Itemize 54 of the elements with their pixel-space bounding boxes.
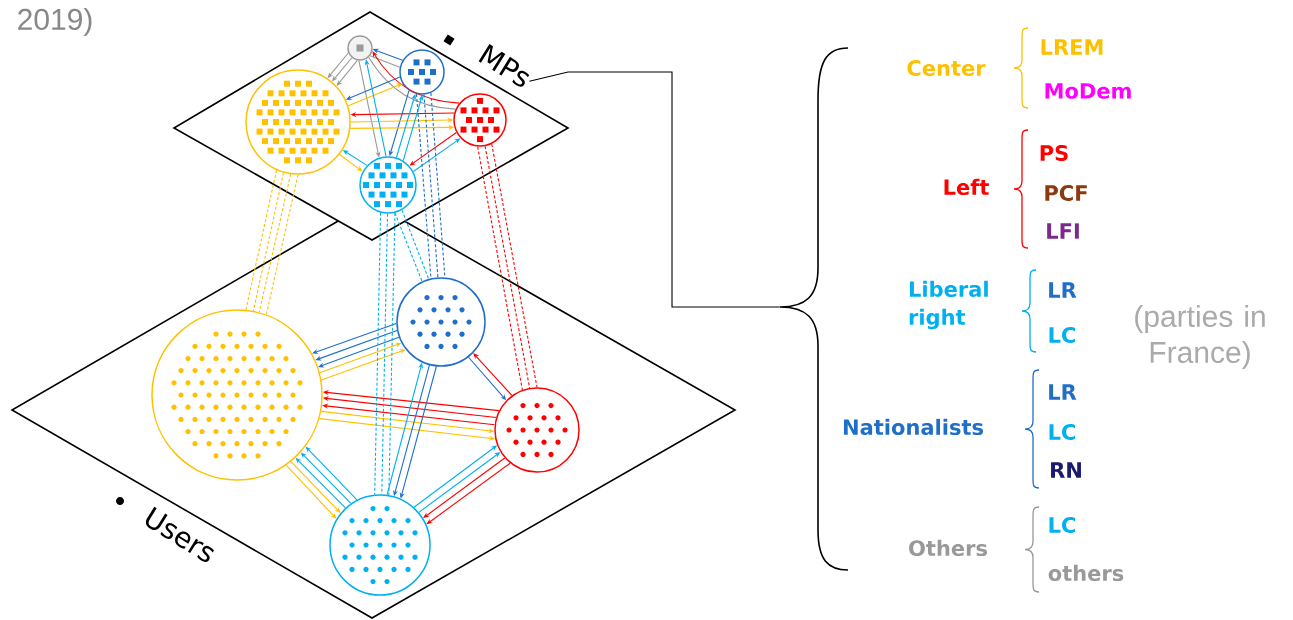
- dashed-line: [381, 213, 389, 495]
- dashed-line: [245, 169, 278, 311]
- year-text: 2019): [18, 8, 92, 36]
- dashed-line: [423, 94, 439, 278]
- dashed-line: [258, 173, 292, 313]
- party-label: LC: [1049, 517, 1076, 533]
- connector-line: [368, 56, 457, 110]
- dashed-line: [484, 145, 531, 389]
- arrow: [318, 336, 400, 368]
- cluster-circle: [329, 494, 431, 596]
- dashed-line: [265, 174, 299, 315]
- party-label: RN: [1051, 462, 1081, 478]
- arrow: [372, 51, 460, 104]
- cluster-circle: [347, 35, 373, 61]
- cluster-circle: [151, 309, 323, 481]
- party-label: LC: [1049, 327, 1076, 343]
- arrow: [409, 132, 457, 166]
- party-label: LREM: [1041, 39, 1103, 55]
- arrow: [473, 353, 513, 396]
- cluster-circle: [245, 69, 351, 175]
- group-label: Nationalists: [843, 418, 983, 436]
- party-label: LR: [1049, 282, 1077, 298]
- dashed-line: [401, 209, 430, 280]
- dashed-line: [394, 212, 423, 282]
- note-text: (parties in France): [1135, 305, 1265, 369]
- arrow: [426, 462, 511, 525]
- cluster-circle: [494, 387, 580, 473]
- party-label: MoDem: [1045, 83, 1131, 99]
- dashed-line: [477, 146, 523, 391]
- dashed-line: [415, 93, 432, 279]
- dashed-line: [252, 172, 285, 312]
- cluster-circle: [399, 49, 445, 95]
- party-label: LFI: [1047, 223, 1079, 239]
- party-label: LR: [1049, 384, 1077, 400]
- group-label: Liberal right: [909, 280, 988, 330]
- dashed-line: [491, 143, 538, 388]
- dashed-line: [388, 212, 396, 496]
- group-label: Others: [909, 539, 987, 557]
- cluster-circle: [396, 277, 486, 367]
- party-label: LC: [1049, 424, 1076, 440]
- cluster-circle: [359, 156, 417, 214]
- party-label: others: [1048, 564, 1124, 582]
- arrow: [336, 59, 358, 86]
- connector-line: [369, 55, 401, 68]
- arrow: [339, 153, 363, 172]
- group-label: Left: [944, 178, 989, 196]
- dashed-line: [374, 212, 382, 496]
- connector-line: [528, 71, 781, 308]
- cluster-circle: [453, 93, 507, 147]
- arrow: [312, 323, 397, 354]
- group-label: Center: [907, 60, 986, 76]
- party-label: PS: [1040, 145, 1068, 161]
- dashed-line: [430, 92, 446, 278]
- party-label: PCF: [1045, 185, 1087, 201]
